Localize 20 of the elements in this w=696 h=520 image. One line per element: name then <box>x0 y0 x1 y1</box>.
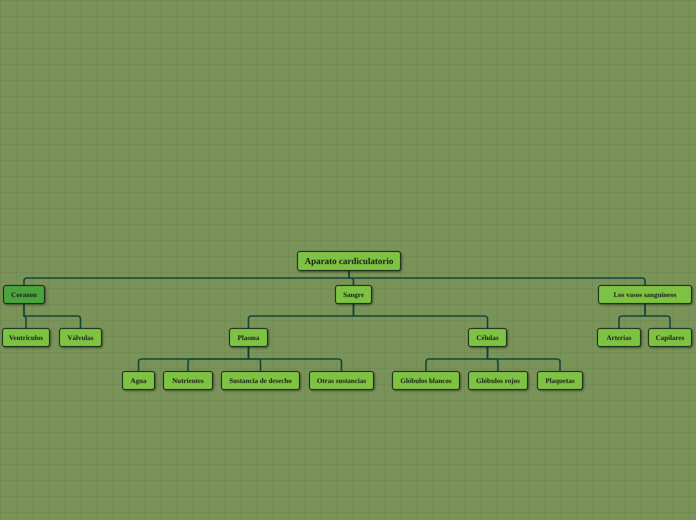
topic-box <box>648 328 692 347</box>
topic-box <box>309 371 374 390</box>
topic-box <box>597 328 641 347</box>
topic-box <box>537 371 583 390</box>
topic-box <box>3 285 45 304</box>
connector-line <box>348 271 646 285</box>
topic-box <box>392 371 460 390</box>
topic-box <box>297 251 401 271</box>
topic-box <box>221 371 300 390</box>
topic-box <box>598 285 692 304</box>
topic-box <box>468 328 507 347</box>
connector-line <box>352 304 488 328</box>
topic-box <box>229 328 268 347</box>
topic-box <box>59 328 102 347</box>
topic-box <box>122 371 155 390</box>
topic-label: Aparato cardiculatorio <box>304 256 394 266</box>
topic-box <box>2 328 50 347</box>
topic-box <box>335 285 372 304</box>
topic-box <box>163 371 213 390</box>
topic-box <box>468 371 528 390</box>
